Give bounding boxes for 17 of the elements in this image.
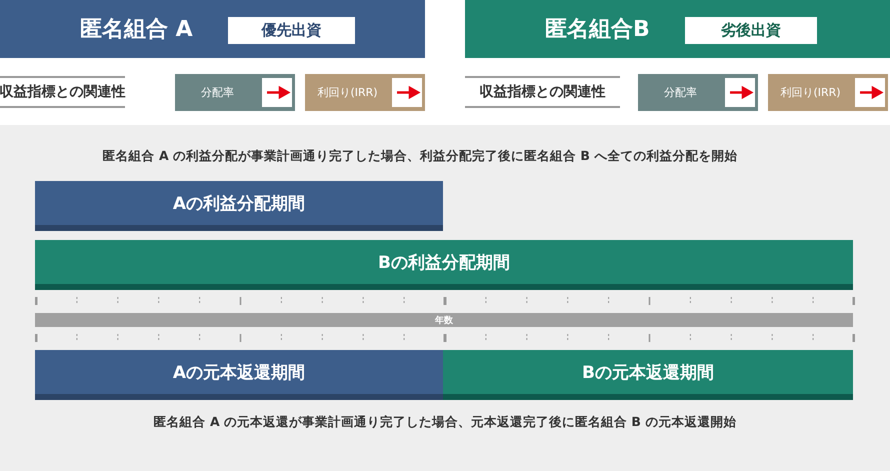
tag-label: 劣後出資 <box>685 17 817 44</box>
header-bar: 匿名組合B 劣後出資 <box>465 0 890 58</box>
indicator-box: 利回り(IRR) <box>768 74 888 111</box>
row-label: 収益指標との関連性 <box>0 76 125 108</box>
period-bar: Bの利益分配期間 <box>35 240 853 290</box>
period-bar: Aの利益分配期間 <box>35 181 443 231</box>
note-text: 匿名組合 A の元本返還が事業計画通り完了した場合、元本返還完了後に匿名組合 B の元本返還開始 <box>152 414 738 431</box>
indicator-box: 分配率 <box>175 74 295 111</box>
row-label: 収益指標との関連性 <box>465 76 620 108</box>
note-text: 匿名組合 A の利益分配が事業計画通り完了した場合、利益分配完了後に匿名組合 B へ全ての利益分配を開始 <box>102 148 738 165</box>
indicator-box: 利回り(IRR) <box>305 74 425 111</box>
indicator-box: 分配率 <box>638 74 758 111</box>
tag-label: 優先出資 <box>228 17 355 44</box>
period-bar: Aの元本返還期間 <box>35 350 443 400</box>
header-bar: 匿名組合 A 優先出資 <box>0 0 425 58</box>
axis-bar: 年数 <box>35 313 853 327</box>
period-bar: Bの元本返還期間 <box>443 350 853 400</box>
